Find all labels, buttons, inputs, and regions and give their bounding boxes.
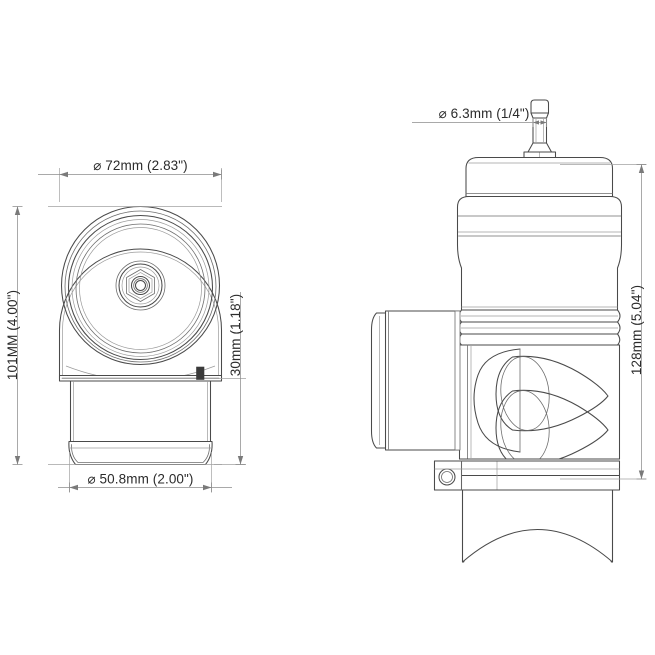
bottom-clamp	[433, 460, 621, 491]
dimension-label-overall-height: 101MM (4.00")	[5, 290, 20, 380]
dimension-label-neck-height: 30mm (1.18")	[228, 294, 243, 377]
side-view-dimensions: ⌀ 6.3mm (1/4") 128mm (5.04")	[412, 106, 647, 480]
dimension-label-nipple-diameter: ⌀ 6.3mm (1/4")	[439, 106, 530, 121]
front-view-geometry	[58, 205, 223, 466]
side-view-geometry	[370, 99, 623, 575]
ribbed-band	[458, 309, 621, 346]
front-view-dimensions: ⌀ 72mm (2.83") 101MM (4.00") 30mm (1.18"…	[5, 158, 246, 493]
dimension-label-neck-diameter: ⌀ 50.8mm (2.00")	[87, 472, 193, 487]
dimension-label-side-overall-height: 128mm (5.04")	[629, 285, 644, 375]
dimension-label-outer-diameter: ⌀ 72mm (2.83")	[93, 158, 188, 173]
